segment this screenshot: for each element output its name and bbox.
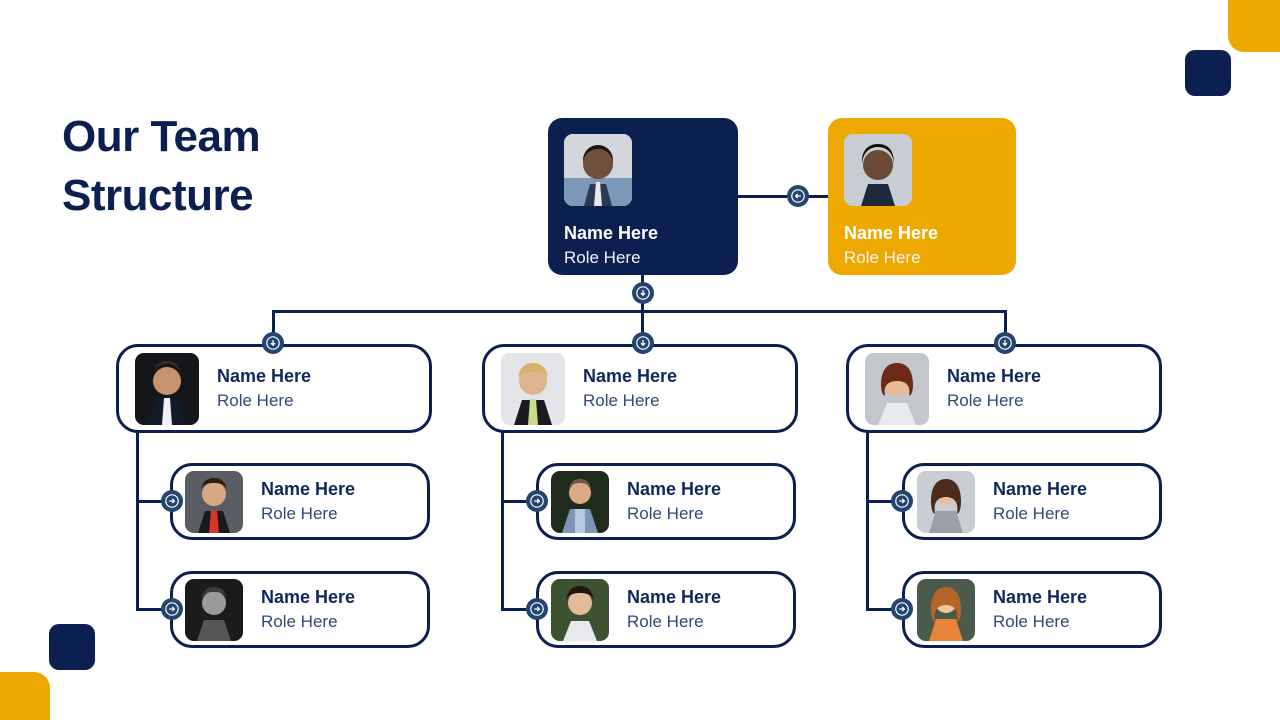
org-card-text: Name Here Role Here [947,365,1041,412]
arrow-right-circle-icon[interactable] [161,490,183,512]
org-card-level2-3[interactable]: Name Here Role Here [846,344,1162,433]
connector-line-rail-col2 [501,432,504,610]
avatar [917,578,975,641]
connector-line-drop-col2 [641,310,644,344]
org-card-level3-1[interactable]: Name Here Role Here [170,463,430,540]
org-card-text: Name Here Role Here [583,365,677,412]
org-card-role: Role Here [564,247,641,267]
page-title: Our Team Structure [62,108,502,225]
org-card-name: Name Here [993,587,1088,608]
arrow-right-circle-icon[interactable] [161,598,183,620]
org-card-name: Name Here [217,366,312,387]
org-card-role: Role Here [627,611,704,631]
org-card-role: Role Here [844,247,921,267]
org-card-role: Role Here [947,390,1024,410]
avatar [564,134,632,206]
org-card-role: Role Here [583,390,660,410]
decor-navy-square-top-right [1185,50,1231,96]
page-title-line-2: Structure [62,170,254,220]
org-card-name: Name Here [947,366,1042,387]
org-card-level1-amber[interactable]: Name Here Role Here [828,118,1016,275]
connector-line-branch-col3-a [866,500,903,503]
avatar [185,470,243,533]
avatar [501,352,565,425]
avatar [865,352,929,425]
org-card-level3-2[interactable]: Name Here Role Here [170,571,430,648]
org-card-role: Role Here [627,503,704,523]
org-card-name: Name Here [844,223,939,243]
org-card-text: Name Here Role Here [261,586,355,633]
org-card-role: Role Here [261,503,338,523]
org-card-name: Name Here [583,366,678,387]
org-card-name: Name Here [261,479,356,500]
org-card-name: Name Here [261,587,356,608]
org-card-name: Name Here [564,223,659,243]
arrow-down-circle-icon[interactable] [262,332,284,354]
connector-line-rail-col1 [136,432,139,610]
avatar [917,470,975,533]
avatar [135,352,199,425]
connector-line-branch-col3-b [866,608,903,611]
org-card-name: Name Here [993,479,1088,500]
connector-line-branch-col2-b [501,608,538,611]
org-card-text: Name Here Role Here [627,586,721,633]
connector-line-branch-col2-a [501,500,538,503]
page-title-line-1: Our Team [62,112,261,161]
connector-line-branch-col1-a [136,500,173,503]
avatar [551,470,609,533]
org-card-level3-5[interactable]: Name Here Role Here [902,463,1162,540]
org-card-role: Role Here [217,390,294,410]
decor-amber-bottom-left [0,672,50,720]
org-card-text: Name Here Role Here [993,586,1087,633]
avatar [185,578,243,641]
connector-line-level2-bus [272,310,1007,313]
org-card-level3-3[interactable]: Name Here Role Here [536,463,796,540]
arrow-right-circle-icon[interactable] [526,598,548,620]
arrow-down-circle-icon[interactable] [994,332,1016,354]
org-card-name: Name Here [627,479,722,500]
connector-line-ceo-to-peer [738,195,830,198]
arrow-right-circle-icon[interactable] [526,490,548,512]
arrow-left-circle-icon[interactable] [787,185,809,207]
org-card-level2-1[interactable]: Name Here Role Here [116,344,432,433]
decor-amber-top-right [1228,0,1280,52]
org-card-level3-4[interactable]: Name Here Role Here [536,571,796,648]
arrow-down-circle-icon[interactable] [632,332,654,354]
org-card-text: Name Here Role Here [993,478,1087,525]
org-card-role: Role Here [993,611,1070,631]
connector-line-drop-col1 [272,310,275,344]
org-card-level3-6[interactable]: Name Here Role Here [902,571,1162,648]
arrow-right-circle-icon[interactable] [891,598,913,620]
org-card-text: Name Here Role Here [261,478,355,525]
org-card-role: Role Here [993,503,1070,523]
connector-line-rail-col3 [866,432,869,610]
decor-navy-square-bottom-left [49,624,95,670]
connector-line-branch-col1-b [136,608,173,611]
arrow-down-circle-icon[interactable] [632,282,654,304]
avatar [844,134,912,206]
org-card-level2-2[interactable]: Name Here Role Here [482,344,798,433]
org-card-text: Name Here Role Here [217,365,311,412]
arrow-right-circle-icon[interactable] [891,490,913,512]
org-card-role: Role Here [261,611,338,631]
connector-line-drop-col3 [1004,310,1007,344]
avatar [551,578,609,641]
org-card-text: Name Here Role Here [627,478,721,525]
org-card-level1-navy[interactable]: Name Here Role Here [548,118,738,275]
org-card-name: Name Here [627,587,722,608]
